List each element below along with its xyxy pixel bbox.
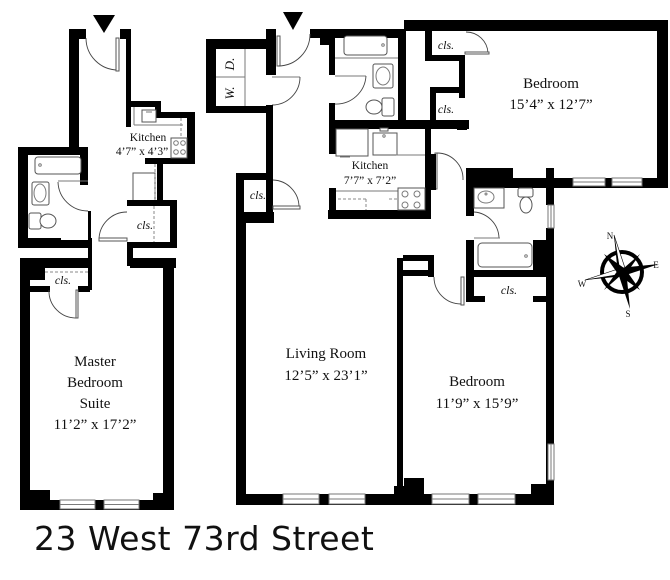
bedroom2-closet-label: cls. [501, 283, 517, 297]
bathtub [34, 156, 82, 175]
master-closet-door[interactable] [48, 289, 79, 319]
stove-icon [397, 187, 426, 211]
master-bedroom-label-line3: Suite [80, 396, 111, 412]
toilet [28, 212, 57, 230]
bathroom-door[interactable] [473, 211, 500, 239]
living-room-label: Living Room [286, 346, 367, 362]
window [611, 177, 643, 187]
window [547, 443, 555, 481]
closet-door[interactable] [464, 31, 490, 55]
master-bedroom-label-line1: Master [74, 354, 116, 370]
hall-closet-label: cls. [250, 188, 266, 202]
kitchen-dims: 7’7” x 7’2” [344, 175, 396, 187]
closet-label: cls. [137, 218, 153, 232]
bathtub [343, 35, 388, 56]
bedroom2-label: Bedroom [449, 374, 505, 390]
entrance-arrow-icon [93, 15, 115, 33]
toilet [365, 97, 395, 117]
closet-door[interactable] [98, 211, 128, 242]
dryer-label: D. [222, 58, 237, 72]
window [572, 177, 606, 187]
compass-west: W [578, 279, 587, 289]
washer-label: W. [222, 87, 237, 100]
hallway-door[interactable] [434, 152, 464, 190]
window [431, 493, 470, 505]
compass-rose-icon: N E S W [578, 231, 660, 319]
compass-north: N [607, 231, 614, 241]
entry-door[interactable] [85, 37, 120, 72]
window [103, 499, 140, 510]
kitchen-label: Kitchen [130, 132, 167, 144]
living-room-dims: 12’5” x 23’1” [284, 368, 367, 384]
bedroom1-closet-label: cls. [438, 38, 454, 52]
bathroom-door[interactable] [334, 75, 367, 105]
bathroom-door[interactable] [57, 180, 89, 212]
window [477, 493, 516, 505]
hall-closet-door[interactable] [272, 179, 301, 210]
master-closet-label: cls. [55, 273, 71, 287]
kitchen-dims: 4’7” x 4’3” [116, 146, 168, 158]
address-title: 23 West 73rd Street [34, 519, 375, 558]
refrigerator [132, 164, 156, 204]
bedroom1-closet2-label: cls. [438, 102, 454, 116]
bedroom2-dims: 11’9” x 15’9” [436, 396, 519, 412]
bathroom-sink [31, 181, 50, 206]
unit-2: D. W. cls. [206, 12, 668, 505]
master-bedroom-label-line2: Bedroom [67, 375, 123, 391]
kitchen-sink [133, 107, 183, 126]
window [282, 493, 320, 505]
window [328, 493, 366, 505]
compass-east: E [653, 260, 659, 270]
master-bedroom-dims: 11’2” x 17’2” [54, 417, 137, 433]
unit-1: Kitchen 4’7” x 4’3” [18, 15, 195, 510]
toilet [517, 187, 534, 214]
laundry-door[interactable] [271, 76, 301, 106]
bedroom2-door[interactable] [433, 276, 465, 306]
bathroom-sink [473, 187, 505, 209]
bedroom1-label: Bedroom [523, 76, 579, 92]
bedroom1-dims: 15’4” x 12’7” [509, 97, 592, 113]
stove-icon [170, 137, 188, 159]
bathroom-sink [372, 63, 394, 89]
entrance-arrow-icon [283, 12, 303, 30]
window [59, 499, 96, 510]
entry-door[interactable] [276, 33, 311, 67]
window [547, 204, 555, 229]
bathtub [477, 242, 533, 268]
kitchen-label: Kitchen [352, 160, 389, 172]
kitchen-counter [335, 127, 425, 158]
compass-south: S [625, 309, 630, 319]
